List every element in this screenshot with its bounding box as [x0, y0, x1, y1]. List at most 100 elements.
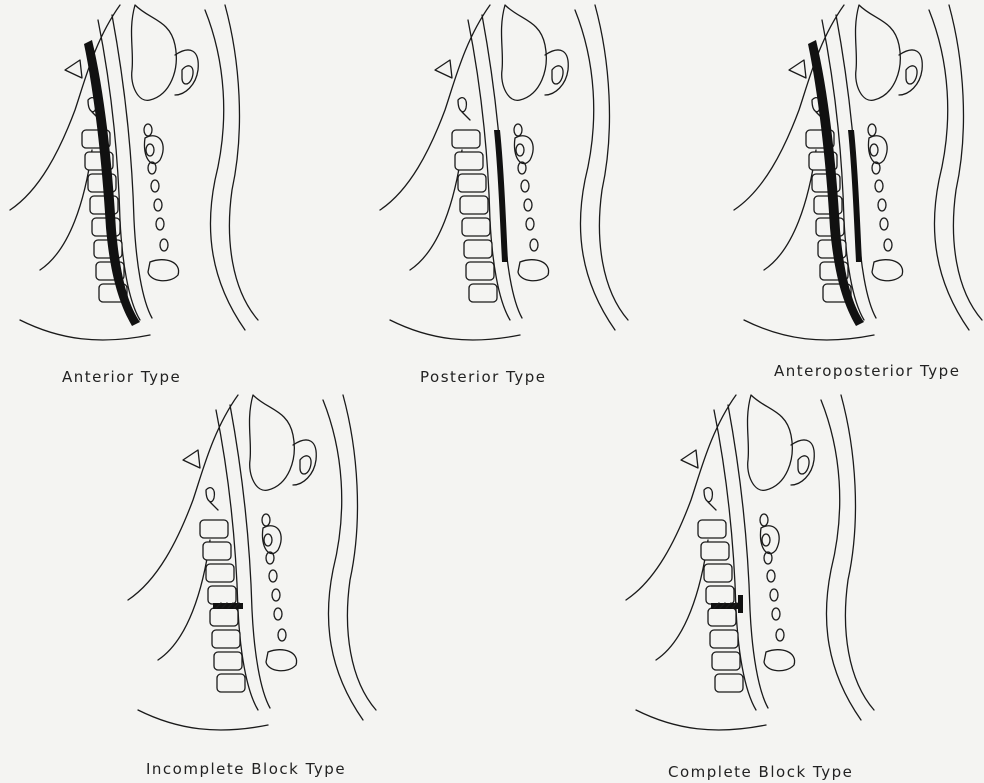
panel-posterior [370, 0, 630, 345]
spinous-process-6 [770, 589, 778, 601]
occiput-shape [855, 5, 900, 100]
hyoid-shape [681, 450, 698, 468]
vertebral-body-6 [462, 218, 490, 236]
panel-incomplete-block [118, 390, 378, 735]
vertebral-body-4 [704, 564, 732, 582]
caption-anteroposterior: Anteroposterior Type [774, 362, 960, 380]
vertebral-body-2 [452, 130, 480, 148]
hyoid-shape [183, 450, 200, 468]
posterior-arch-atlas [175, 50, 198, 95]
atlas-tubercle [182, 66, 193, 84]
vertebral-body-7 [212, 630, 240, 648]
posterior-arch-atlas [791, 440, 814, 485]
hyoid-shape [65, 60, 82, 78]
vertebral-body-2 [698, 520, 726, 538]
c7-spinous-process [266, 650, 297, 671]
spinous-process-2 [760, 514, 768, 526]
spinous-process-8 [776, 629, 784, 641]
vertebral-body-9 [217, 674, 245, 692]
panel-anteroposterior [724, 0, 984, 345]
c7-spinous-process [518, 260, 549, 281]
caption-complete-block: Complete Block Type [668, 763, 853, 781]
atlas-tubercle [552, 66, 563, 84]
posterior-arch-atlas [899, 50, 922, 95]
spinous-process-6 [878, 199, 886, 211]
posterior-neck-outline [323, 400, 363, 720]
panel-complete-block [616, 390, 876, 735]
vertebral-body-6 [210, 608, 238, 626]
spinous-process-8 [530, 239, 538, 251]
hyoid-shape [789, 60, 806, 78]
cervical-spine-diagram-incomplete-block [118, 390, 378, 735]
ossified-lesion-bridge [738, 595, 743, 613]
vertebral-body-3 [455, 152, 483, 170]
spinous-process-8 [278, 629, 286, 641]
vertebral-body-8 [712, 652, 740, 670]
spinous-process-3 [870, 144, 878, 156]
spinous-process-5 [521, 180, 529, 192]
caption-anterior: Anterior Type [62, 368, 181, 386]
spinous-process-6 [524, 199, 532, 211]
spinous-process-5 [767, 570, 775, 582]
occiput-shape [131, 5, 176, 100]
spinous-process-3 [146, 144, 154, 156]
dens-process [462, 112, 470, 120]
spinous-process-7 [156, 218, 164, 230]
posterior-skin-outline [343, 395, 376, 710]
spinous-process-2 [144, 124, 152, 136]
panel-anterior [0, 0, 260, 345]
posterior-skin-outline [949, 5, 982, 320]
c7-spinous-process [764, 650, 795, 671]
posterior-neck-outline [575, 10, 615, 330]
atlas-tubercle [906, 66, 917, 84]
spinous-process-2 [514, 124, 522, 136]
cervical-spine-diagram-anterior [0, 0, 260, 345]
hyoid-shape [435, 60, 452, 78]
lower-neck-outline [390, 320, 520, 340]
lower-neck-outline [138, 710, 268, 730]
spinous-process-8 [160, 239, 168, 251]
vertebral-body-5 [706, 586, 734, 604]
posterior-skin-outline [225, 5, 258, 320]
atlas-tubercle [798, 456, 809, 474]
vertebral-body-3 [203, 542, 231, 560]
posterior-skin-outline [841, 395, 874, 710]
occiput-shape [747, 395, 792, 490]
spinous-process-5 [151, 180, 159, 192]
dens-process [210, 502, 218, 510]
spinous-process-7 [880, 218, 888, 230]
c7-spinous-process [872, 260, 903, 281]
cervical-spine-diagram-posterior [370, 0, 630, 345]
atlas-tubercle [300, 456, 311, 474]
posterior-arch-atlas [293, 440, 316, 485]
vertebral-body-9 [469, 284, 497, 302]
spinous-process-2 [262, 514, 270, 526]
spinous-process-6 [154, 199, 162, 211]
spinous-process-7 [274, 608, 282, 620]
posterior-neck-outline [929, 10, 969, 330]
spinous-process-3 [762, 534, 770, 546]
vertebral-body-5 [460, 196, 488, 214]
dens-process [708, 502, 716, 510]
spinous-process-3 [516, 144, 524, 156]
vertebral-body-4 [206, 564, 234, 582]
ossified-lesion-posterior [848, 130, 862, 262]
thyroid-cartilage [704, 488, 712, 502]
lower-neck-outline [636, 710, 766, 730]
occiput-shape [249, 395, 294, 490]
caption-incomplete-block: Incomplete Block Type [146, 760, 346, 778]
spinous-process-8 [884, 239, 892, 251]
vertebral-body-7 [464, 240, 492, 258]
posterior-skin-outline [595, 5, 628, 320]
ossified-lesion-posterior [494, 130, 508, 262]
posterior-arch-atlas [545, 50, 568, 95]
vertebral-body-5 [208, 586, 236, 604]
thyroid-cartilage [206, 488, 214, 502]
vertebral-body-9 [715, 674, 743, 692]
spinous-process-6 [272, 589, 280, 601]
spinous-process-7 [526, 218, 534, 230]
vertebral-body-3 [701, 542, 729, 560]
spinous-process-7 [772, 608, 780, 620]
vertebral-body-6 [708, 608, 736, 626]
spinous-process-5 [875, 180, 883, 192]
